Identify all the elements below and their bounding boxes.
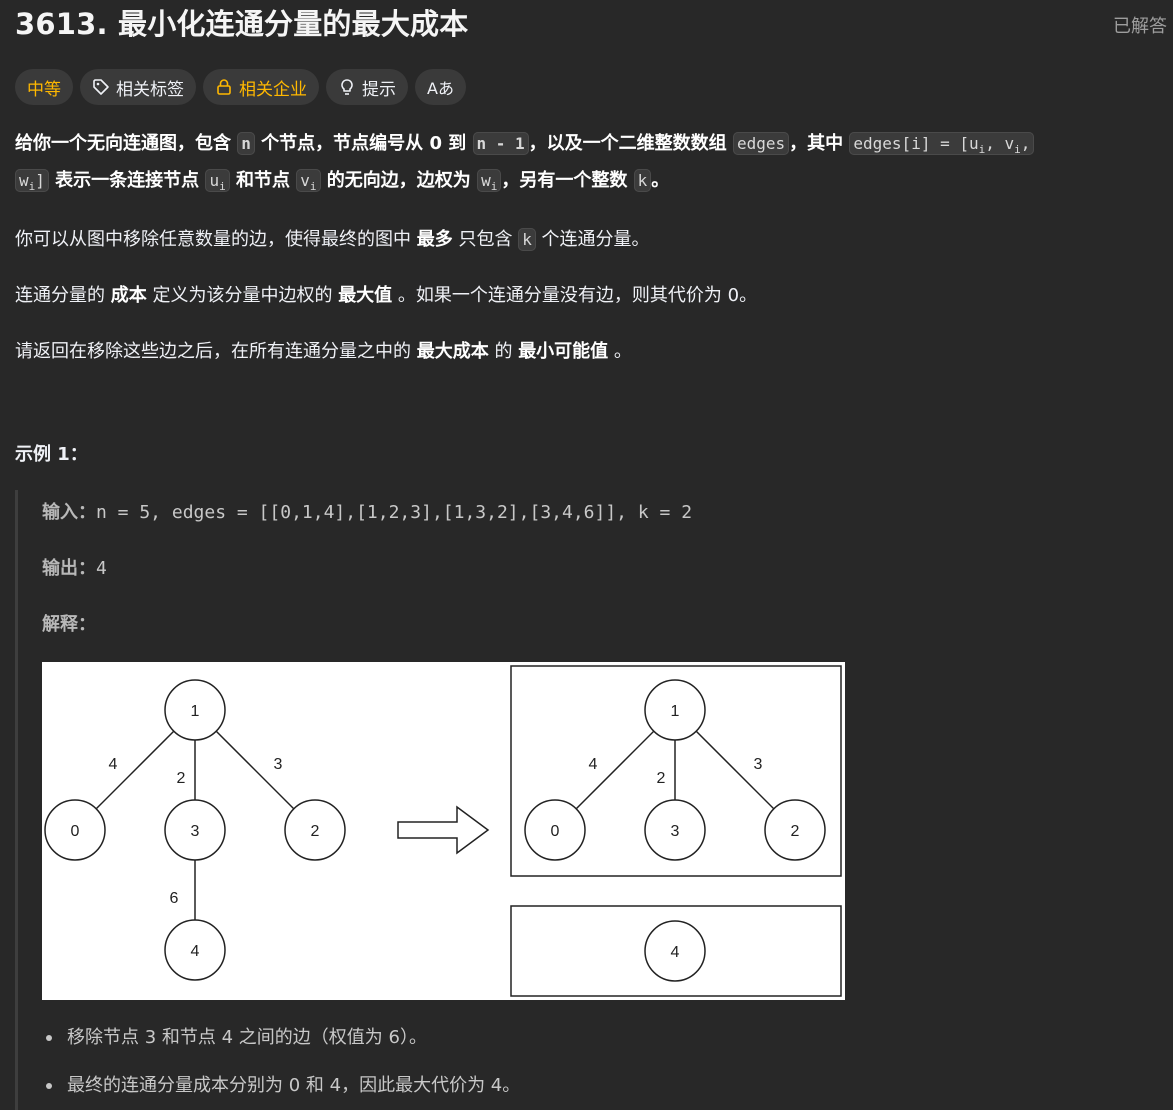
left-edge-label-6: 6 <box>170 890 179 907</box>
example-output: 输出：4 <box>42 558 107 579</box>
example-graph-figure: 1 0 3 2 4 4 2 3 6 1 <box>42 662 845 1000</box>
left-edge-label-2: 2 <box>177 770 186 787</box>
right-node-4: 4 <box>644 920 706 982</box>
lock-icon <box>217 79 231 95</box>
example-output-value: 4 <box>96 558 107 579</box>
left-node-2: 2 <box>284 799 346 861</box>
description-paragraph-1: 给你一个无向连通图，包含 n 个节点，节点编号从 0 到 n - 1，以及一个二… <box>15 128 1173 202</box>
graph-diagram: 1 0 3 2 4 4 2 3 6 1 <box>44 665 842 997</box>
problem-description: 给你一个无向连通图，包含 n 个节点，节点编号从 0 到 n - 1，以及一个二… <box>15 128 1173 392</box>
list-item: 移除节点 3 和节点 4 之间的边（权值为 6）。 <box>42 1022 520 1070</box>
left-node-3: 3 <box>164 799 226 861</box>
lightbulb-icon <box>341 79 353 95</box>
right-edge-label-3: 3 <box>754 756 763 773</box>
explanation-list: 移除节点 3 和节点 4 之间的边（权值为 6）。 最终的连通分量成本分别为 0… <box>42 1022 520 1110</box>
svg-text:1: 1 <box>671 703 680 720</box>
tag-icon <box>93 79 109 95</box>
svg-text:2: 2 <box>791 823 800 840</box>
svg-text:3: 3 <box>671 823 680 840</box>
font-toggle-label: Aあ <box>427 79 454 98</box>
hint-label: 提示 <box>362 79 396 100</box>
arrow-right-icon <box>397 805 490 855</box>
difficulty-badge[interactable]: 中等 <box>15 69 73 105</box>
example-input: 输入：n = 5, edges = [[0,1,4],[1,2,3],[1,3,… <box>42 502 693 523</box>
left-node-0: 0 <box>44 799 106 861</box>
example-title: 示例 1： <box>15 444 88 465</box>
list-item: 最终的连通分量成本分别为 0 和 4，因此最大代价为 4。 <box>42 1070 520 1110</box>
example-block: 输入：n = 5, edges = [[0,1,4],[1,2,3],[1,3,… <box>15 490 1165 1110</box>
description-paragraph-3: 连通分量的 成本 定义为该分量中边权的 最大值 。如果一个连通分量没有边，则其代… <box>15 285 758 307</box>
problem-title: 3613. 最小化连通分量的最大成本 <box>15 7 469 41</box>
example-input-value: n = 5, edges = [[0,1,4],[1,2,3],[1,3,2],… <box>96 502 693 523</box>
tag-bar: 中等 相关标签 相关企业 提示 Aあ <box>15 69 466 105</box>
hint-button[interactable]: 提示 <box>326 69 408 105</box>
svg-text:2: 2 <box>311 823 320 840</box>
svg-text:1: 1 <box>191 703 200 720</box>
component-box-1 <box>510 665 842 877</box>
right-node-3: 3 <box>644 799 706 861</box>
svg-text:3: 3 <box>191 823 200 840</box>
svg-text:4: 4 <box>671 944 680 961</box>
right-node-0: 0 <box>524 799 586 861</box>
svg-text:4: 4 <box>191 943 200 960</box>
left-node-1: 1 <box>164 679 226 741</box>
left-node-4: 4 <box>164 919 226 981</box>
description-paragraph-4: 请返回在移除这些边之后，在所有连通分量之中的 最大成本 的 最小可能值 。 <box>15 341 632 363</box>
related-companies-label: 相关企业 <box>239 79 307 100</box>
font-toggle-button[interactable]: Aあ <box>415 69 466 105</box>
description-paragraph-2: 你可以从图中移除任意数量的边，使得最终的图中 最多 只包含 k 个连通分量。 <box>15 228 650 252</box>
right-node-2: 2 <box>764 799 826 861</box>
right-edge-label-4: 4 <box>589 756 598 773</box>
example-explanation-label: 解释： <box>42 614 96 635</box>
right-edge-label-2: 2 <box>657 770 666 787</box>
solved-status: 已解答 <box>1113 16 1167 37</box>
right-node-1: 1 <box>644 679 706 741</box>
related-companies-button[interactable]: 相关企业 <box>203 69 319 105</box>
related-tags-button[interactable]: 相关标签 <box>80 69 196 105</box>
difficulty-label: 中等 <box>27 79 61 100</box>
component-box-2 <box>510 905 842 997</box>
svg-text:0: 0 <box>71 823 80 840</box>
svg-text:0: 0 <box>551 823 560 840</box>
title-row: 3613. 最小化连通分量的最大成本 已解答 <box>15 2 1173 48</box>
related-tags-label: 相关标签 <box>116 79 184 100</box>
left-edge-label-3: 3 <box>274 756 283 773</box>
left-edge-label-4: 4 <box>109 756 118 773</box>
